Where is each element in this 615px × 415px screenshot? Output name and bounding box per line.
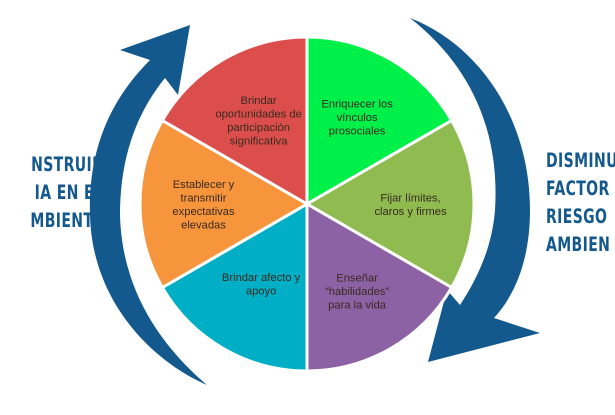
right-caption-line: RIESGO [546, 205, 608, 228]
slice-label-line: “habilidades” [325, 286, 389, 298]
pie-slice-ensenar [305, 201, 454, 373]
slice-label-line: Brindar [241, 95, 277, 107]
slice-label-line: Establecer y [173, 179, 235, 191]
pie-slice-enriquecer [305, 35, 454, 207]
slice-label-fijar: Fijar límites, claros y firmes [374, 192, 447, 218]
slice-label-line: significativa [230, 135, 289, 147]
slice-label-line: transmitir [181, 192, 227, 204]
pie-slice-afecto [160, 201, 309, 373]
slice-label-line: apoyo [246, 285, 276, 297]
pie-slice-establecer [138, 118, 311, 290]
right-arrow-caption: DISMINU FACTOR RIESGO AMBIEN [546, 147, 615, 259]
slice-label-line: participación [227, 122, 290, 134]
right-caption-line: DISMINU [546, 149, 615, 172]
slice-label-line: elevadas [181, 219, 226, 231]
slice-label-ensenar: Enseñar “habilidades”para la vida [325, 272, 389, 311]
left-caption-line: MBIENTE [30, 209, 103, 232]
slice-label-line: claros y firmes [374, 206, 447, 218]
slice-label-line: expectativas [172, 206, 235, 218]
pie-slices [138, 35, 476, 373]
slice-label-line: oportunidades de [215, 108, 301, 120]
slice-label-line: Brindar afecto y [222, 272, 301, 284]
slice-label-line: vínculos [337, 112, 378, 124]
slice-label-line: para la vida [328, 299, 387, 311]
pie-slice-fijar [303, 118, 476, 290]
right-caption-line: AMBIEN [546, 233, 611, 256]
pie-slice-oportunidades [160, 35, 309, 207]
slice-label-line: Enriquecer los [321, 99, 393, 111]
slice-label-line: Fijar límites, [380, 192, 440, 204]
cycle-arrow-left-icon [89, 25, 207, 385]
left-caption-line: NSTRUIR [30, 153, 103, 176]
cycle-arrow-right-icon [410, 18, 540, 362]
left-arrow-caption: NSTRUIR IA EN EL MBIENTE [30, 151, 103, 235]
slice-label-line: prosociales [329, 126, 386, 138]
right-caption-line: FACTOR [546, 177, 610, 200]
slice-label-line: Enseñar [336, 272, 378, 284]
left-caption-line: IA EN EL [34, 181, 103, 204]
